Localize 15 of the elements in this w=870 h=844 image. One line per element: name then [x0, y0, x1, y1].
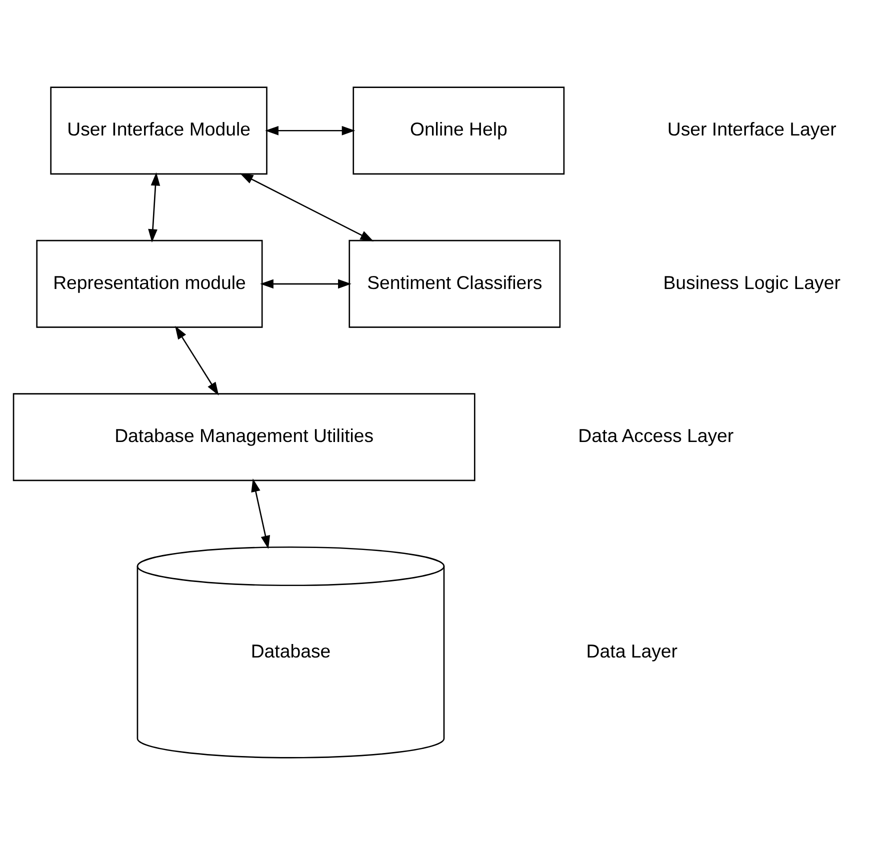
arrow	[265, 125, 356, 135]
node-box: User Interface Module	[50, 86, 268, 174]
label: Business Logic Layer	[663, 271, 840, 292]
arrow	[240, 172, 374, 241]
label: Data Layer	[586, 640, 678, 661]
arrow	[175, 325, 219, 395]
arrow	[148, 172, 160, 242]
label: Data Access Layer	[578, 424, 734, 446]
node-box: Representation module	[36, 239, 263, 328]
node-box: Database Management Utilities	[12, 392, 476, 481]
arrow	[251, 478, 270, 549]
node-box: Sentiment Classifiers	[348, 239, 561, 328]
arrow	[260, 278, 352, 288]
node-box: Online Help	[352, 86, 565, 174]
label: User Interface Layer	[667, 118, 836, 140]
